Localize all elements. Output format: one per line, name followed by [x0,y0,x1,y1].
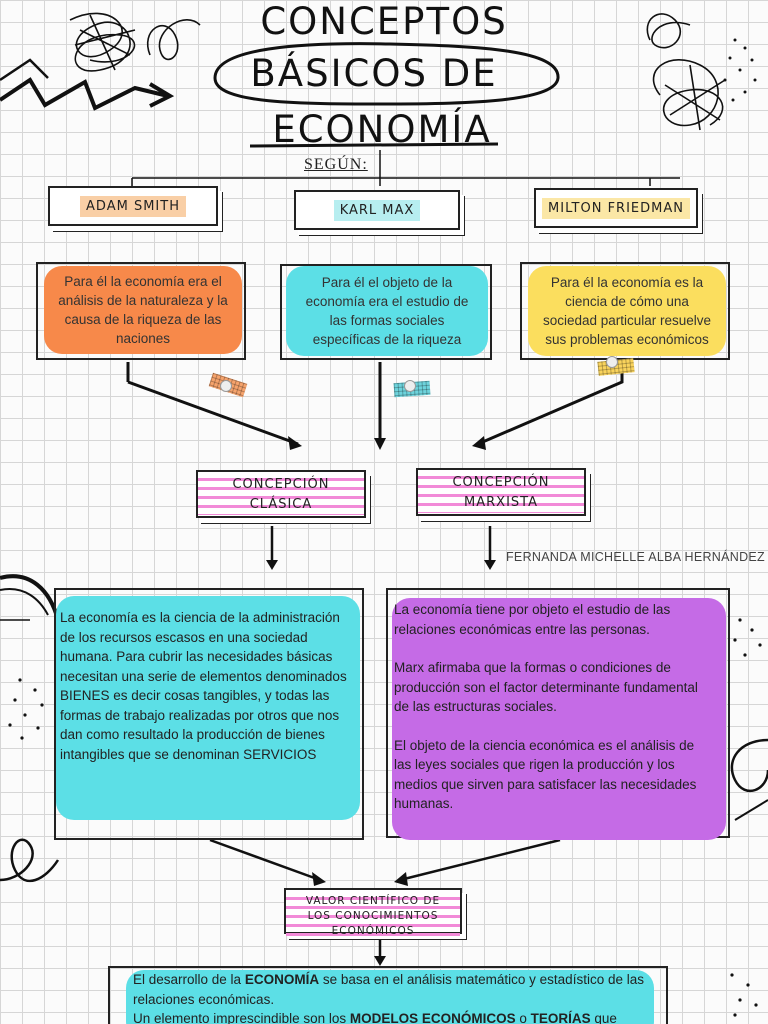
left-swoop [0,574,60,621]
author-name: KARL MAX [333,199,421,221]
author-name: ADAM SMITH [80,195,186,217]
concept-marxista: CONCEPCIÓN MARXISTA [416,468,586,516]
frame-clasica [54,588,364,840]
pin [404,380,416,392]
bubble-clasica [56,596,360,820]
bottom-keyword-teorias: TEORÍAS [530,1011,591,1024]
marxista-p3: El objeto de la ciencia económica es el … [394,737,697,812]
author-name: MILTON FRIEDMAN [542,197,690,219]
dots-right [730,618,762,1017]
tree-connectors [131,150,680,186]
author-label-adam-smith: ADAM SMITH [48,186,218,226]
concept-clasica: CONCEPCIÓN CLÁSICA [196,470,366,518]
marxista-p1: La economía tiene por objeto el estudio … [394,602,671,637]
title-line-1: CONCEPTOS [260,0,508,43]
bottom-keyword-modelos: MODELOS ECONÓMICOS [349,1011,516,1024]
bottom-text-part: se basa en el análisis matemático y esta… [133,972,644,1007]
definition-adam-smith: Para él la economía era el análisis de l… [44,266,242,354]
valor-cientifico-label: VALOR CIENTÍFICO DE LOS CONOCIMIENTOS EC… [286,894,460,939]
definition-milton-friedman: Para él la economía es la ciencia de cóm… [528,266,726,356]
bottom-text-part: que [590,1011,617,1024]
author-label-milton-friedman: MILTON FRIEDMAN [534,188,698,228]
arrowheads [288,436,486,450]
bubble-bottom [126,970,654,1024]
arrows-to-valor [209,838,561,882]
clasica-text: La economía es la ciencia de la administ… [60,610,347,762]
marxista-p2: Marx afirmaba que la formas o condicione… [394,660,698,714]
bottom-text-part: El desarrollo de la [133,972,245,987]
pin [606,356,618,368]
concept-clasica-label: CONCEPCIÓN CLÁSICA [198,475,364,515]
frame-karl-max [280,264,492,360]
loop-right [730,738,768,792]
bottom-text-part: o [515,1011,531,1024]
arrows-to-concepts [126,362,624,446]
frame-adam-smith [36,262,246,360]
frame-bottom [108,966,668,1024]
title-line-3: ECONOMÍA [272,108,492,151]
title-line-2: BÁSICOS DE [250,52,498,95]
concept-marxista-label: CONCEPCIÓN MARXISTA [418,473,584,513]
arrows-concept-down [270,526,492,564]
bottom-text: El desarrollo de la ECONOMÍA se basa en … [133,970,653,1024]
dots-left [8,678,44,740]
bottom-keyword-economia: ECONOMÍA [244,972,320,987]
bottom-text-part: Un elemento imprescindible son los [133,1011,350,1024]
pin [220,380,232,392]
author-label-karl-max: KARL MAX [294,190,460,230]
bubble-marxista [392,598,726,840]
marxista-text: La economía tiene por objeto el estudio … [394,600,712,814]
definition-karl-max: Para él el objeto de la economía era el … [286,266,488,356]
author-credit: FERNANDA MICHELLE ALBA HERNÁNDEZ [506,550,765,564]
segun-label: SEGÚN: [304,156,368,173]
loop-left [0,838,60,882]
concept-valor-cientifico: VALOR CIENTÍFICO DE LOS CONOCIMIENTOS EC… [284,888,462,939]
